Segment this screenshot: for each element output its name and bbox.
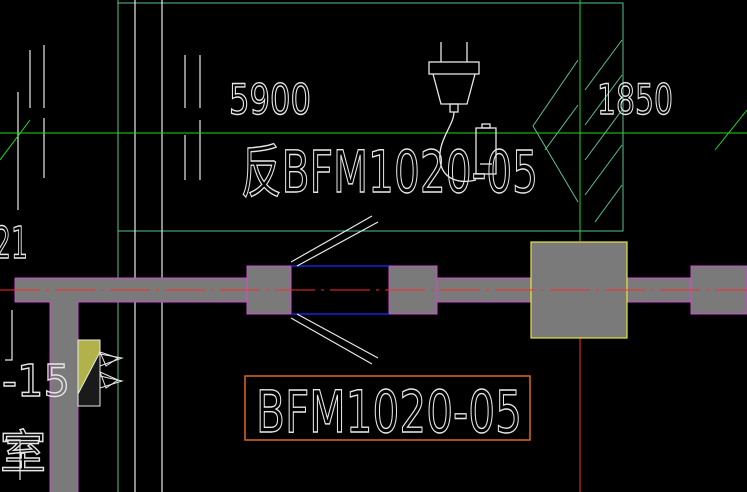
edge-fragments <box>5 310 21 480</box>
distribution-box-icon[interactable] <box>77 339 124 407</box>
dimension-left[interactable]: 5900 <box>228 74 311 124</box>
left-wall-lines <box>17 0 201 492</box>
edge-char: 室 <box>0 425 46 479</box>
door-label-main[interactable]: BFM1020-05 <box>255 377 522 446</box>
edge-number-bottom: -15 <box>2 356 70 407</box>
door-opening[interactable] <box>290 215 389 365</box>
edge-number-top: 21 <box>0 218 28 269</box>
door-label-frame[interactable] <box>244 375 531 441</box>
hatch-area <box>532 39 623 223</box>
axis-lines <box>0 0 747 262</box>
door-label-upper[interactable]: 反BFM1020-05 <box>240 137 538 206</box>
power-plug-icon[interactable] <box>428 42 480 183</box>
upper-room-outline <box>117 0 624 492</box>
dimension-right[interactable]: 1850 <box>596 74 673 124</box>
battery-icon[interactable] <box>475 123 497 175</box>
